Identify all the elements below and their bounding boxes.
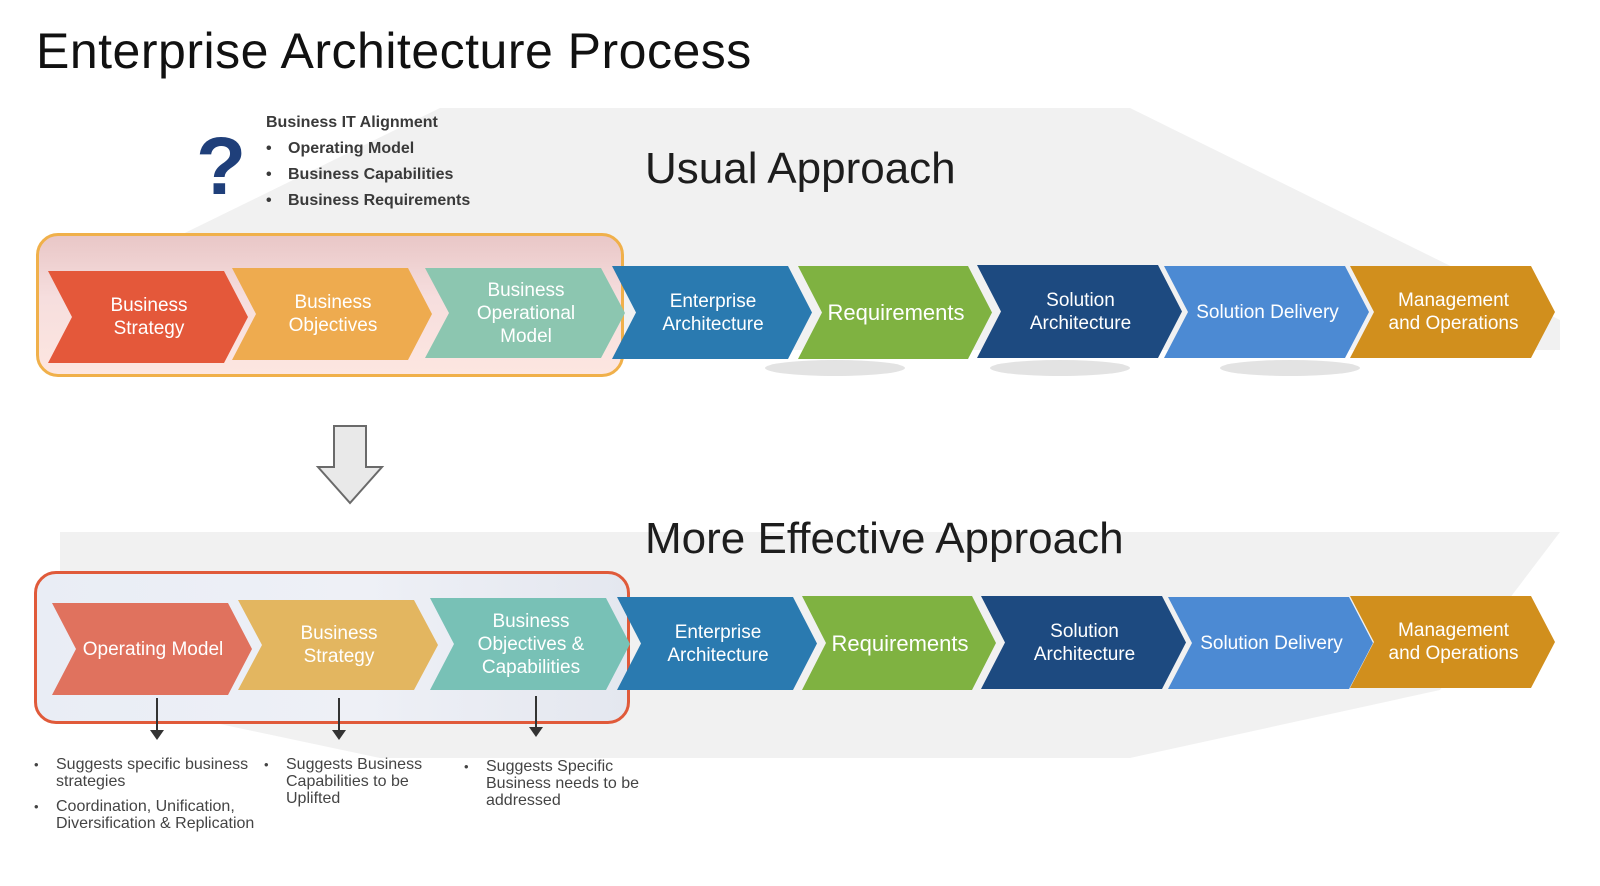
note-business-objectives: Suggests Specific Business needs to be a… bbox=[464, 758, 654, 817]
effective-step-solution-architecture: Solution Architecture bbox=[981, 596, 1186, 689]
effective-step-operating-model: Operating Model bbox=[52, 603, 252, 695]
effective-approach-heading: More Effective Approach bbox=[645, 514, 1124, 563]
page-title: Enterprise Architecture Process bbox=[36, 23, 752, 79]
effective-step-solution-delivery: Solution Delivery bbox=[1168, 597, 1373, 689]
business-it-alignment: Business IT Alignment •Operating Model •… bbox=[266, 114, 470, 218]
usual-step-enterprise-architecture: Enterprise Architecture bbox=[612, 266, 812, 359]
usual-step-business-objectives: Business Objectives bbox=[232, 268, 432, 360]
usual-step-solution-delivery: Solution Delivery bbox=[1164, 266, 1369, 358]
usual-approach-heading: Usual Approach bbox=[645, 144, 956, 193]
note-connector bbox=[338, 698, 340, 731]
alignment-item: •Business Requirements bbox=[266, 192, 471, 209]
down-arrow-icon bbox=[529, 727, 543, 737]
note-operating-model: Suggests specific business strategies Co… bbox=[34, 756, 264, 840]
transition-down-arrow bbox=[315, 425, 385, 505]
effective-step-business-strategy: Business Strategy bbox=[238, 600, 438, 690]
note-item: Suggests Business Capabilities to be Upl… bbox=[264, 756, 439, 807]
shadow bbox=[765, 360, 905, 376]
alignment-heading: Business IT Alignment bbox=[266, 114, 438, 131]
usual-step-requirements: Requirements bbox=[798, 266, 992, 359]
effective-step-enterprise-architecture: Enterprise Architecture bbox=[617, 597, 817, 690]
note-connector bbox=[156, 698, 158, 731]
down-arrow-icon bbox=[332, 730, 346, 740]
usual-step-business-strategy: Business Strategy bbox=[48, 271, 248, 363]
shadow bbox=[1220, 360, 1360, 376]
effective-step-business-objectives-capabilities: Business Objectives & Capabilities bbox=[430, 598, 630, 690]
usual-step-solution-architecture: Solution Architecture bbox=[977, 265, 1182, 358]
usual-step-business-operational-model: Business Operational Model bbox=[425, 268, 625, 358]
alignment-item: •Business Capabilities bbox=[266, 166, 454, 183]
effective-step-requirements: Requirements bbox=[802, 596, 996, 690]
effective-step-management-operations: Management and Operations bbox=[1350, 596, 1555, 688]
down-arrow-icon bbox=[150, 730, 164, 740]
question-mark-icon: ? bbox=[196, 121, 247, 212]
shadow bbox=[990, 360, 1130, 376]
note-item: Coordination, Unification, Diversificati… bbox=[34, 798, 264, 832]
usual-step-management-operations: Management and Operations bbox=[1350, 266, 1555, 358]
note-item: Suggests specific business strategies bbox=[34, 756, 264, 790]
note-item: Suggests Specific Business needs to be a… bbox=[464, 758, 654, 809]
note-business-strategy: Suggests Business Capabilities to be Upl… bbox=[264, 756, 439, 815]
alignment-list: •Operating Model •Business Capabilities … bbox=[266, 140, 470, 210]
note-connector bbox=[535, 696, 537, 728]
alignment-item: •Operating Model bbox=[266, 140, 415, 157]
